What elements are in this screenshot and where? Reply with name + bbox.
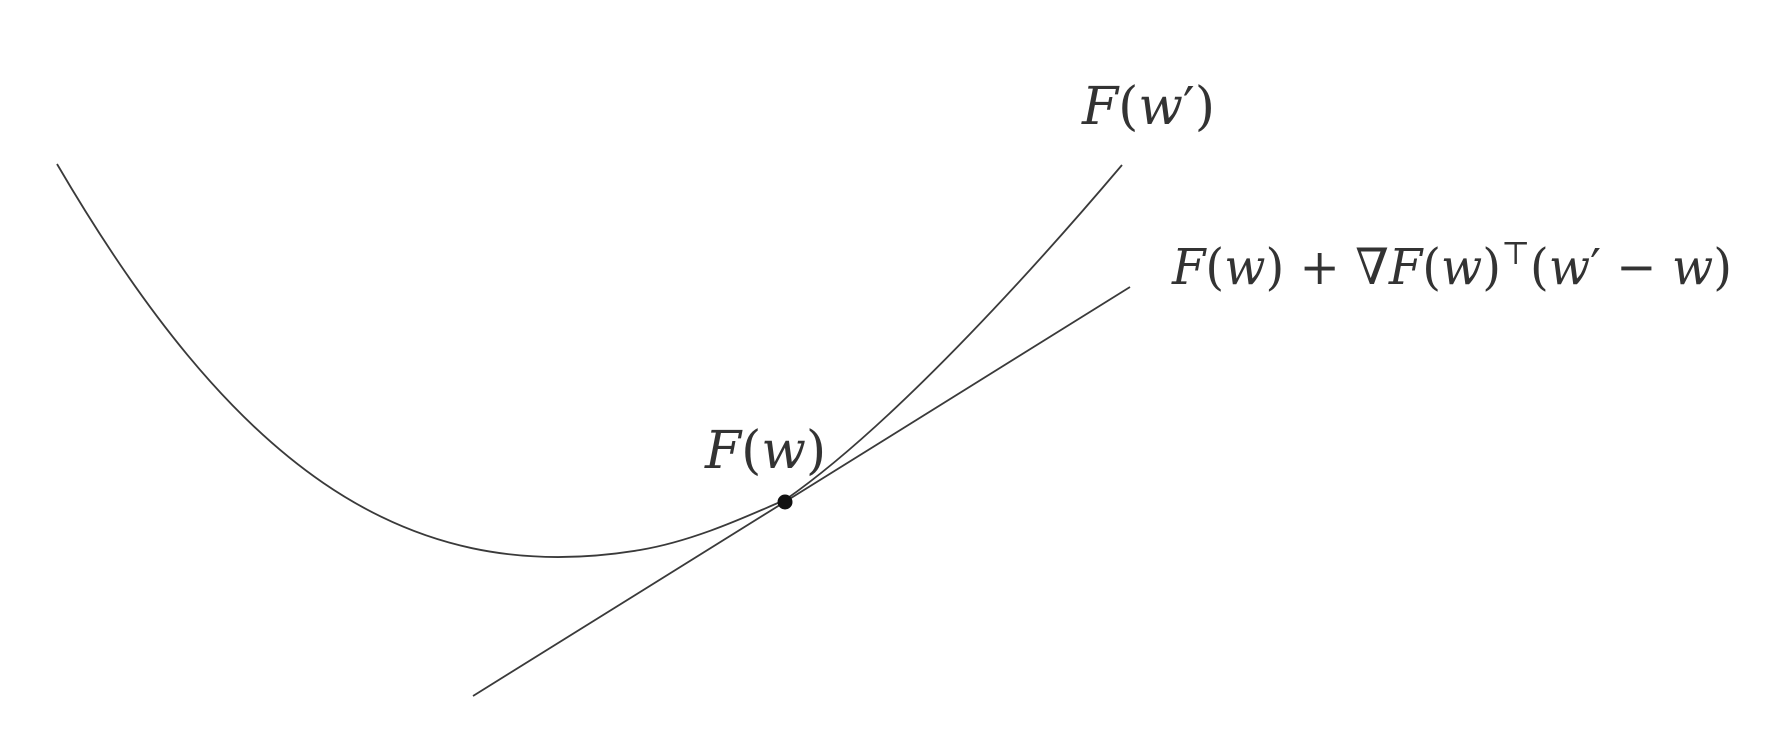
convex-curve [56,163,1123,558]
tangent-point-marker [777,494,793,510]
tangent-line [472,286,1131,697]
label-tangent-expression: F(w) + ∇F(w)⊤(w′ − w) [1171,234,1732,296]
label-f-of-w-prime: F(w′) [1081,77,1215,137]
label-f-of-w: F(w) [704,421,826,481]
